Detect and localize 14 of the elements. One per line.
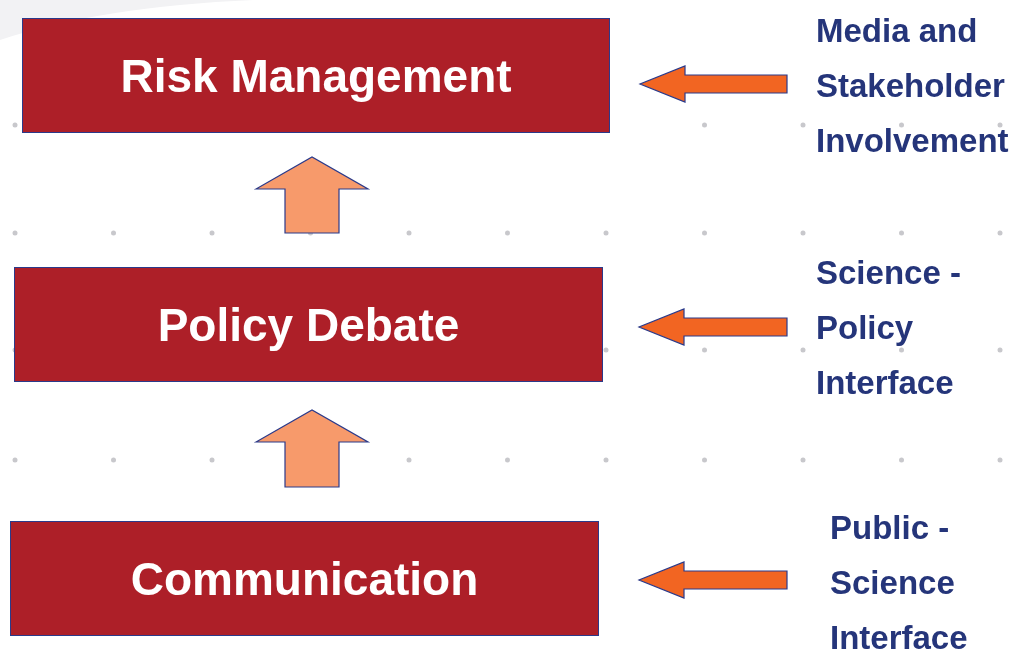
box-label: Risk Management [120, 48, 512, 103]
process-box [22, 18, 610, 133]
block-arrow [253, 409, 371, 488]
side-label: Public - Science Interface [830, 508, 969, 652]
process-box [10, 521, 599, 636]
block-arrow [253, 156, 371, 234]
block-arrow [637, 561, 788, 599]
process-box [14, 267, 603, 382]
side-label: Science - Policy Interface [816, 253, 962, 403]
block-arrow [637, 308, 788, 346]
box-label: Communication [130, 551, 479, 606]
block-arrow [638, 65, 788, 103]
box-label: Policy Debate [157, 297, 460, 352]
side-label: Media and Stakeholder Involvement [816, 11, 1010, 161]
